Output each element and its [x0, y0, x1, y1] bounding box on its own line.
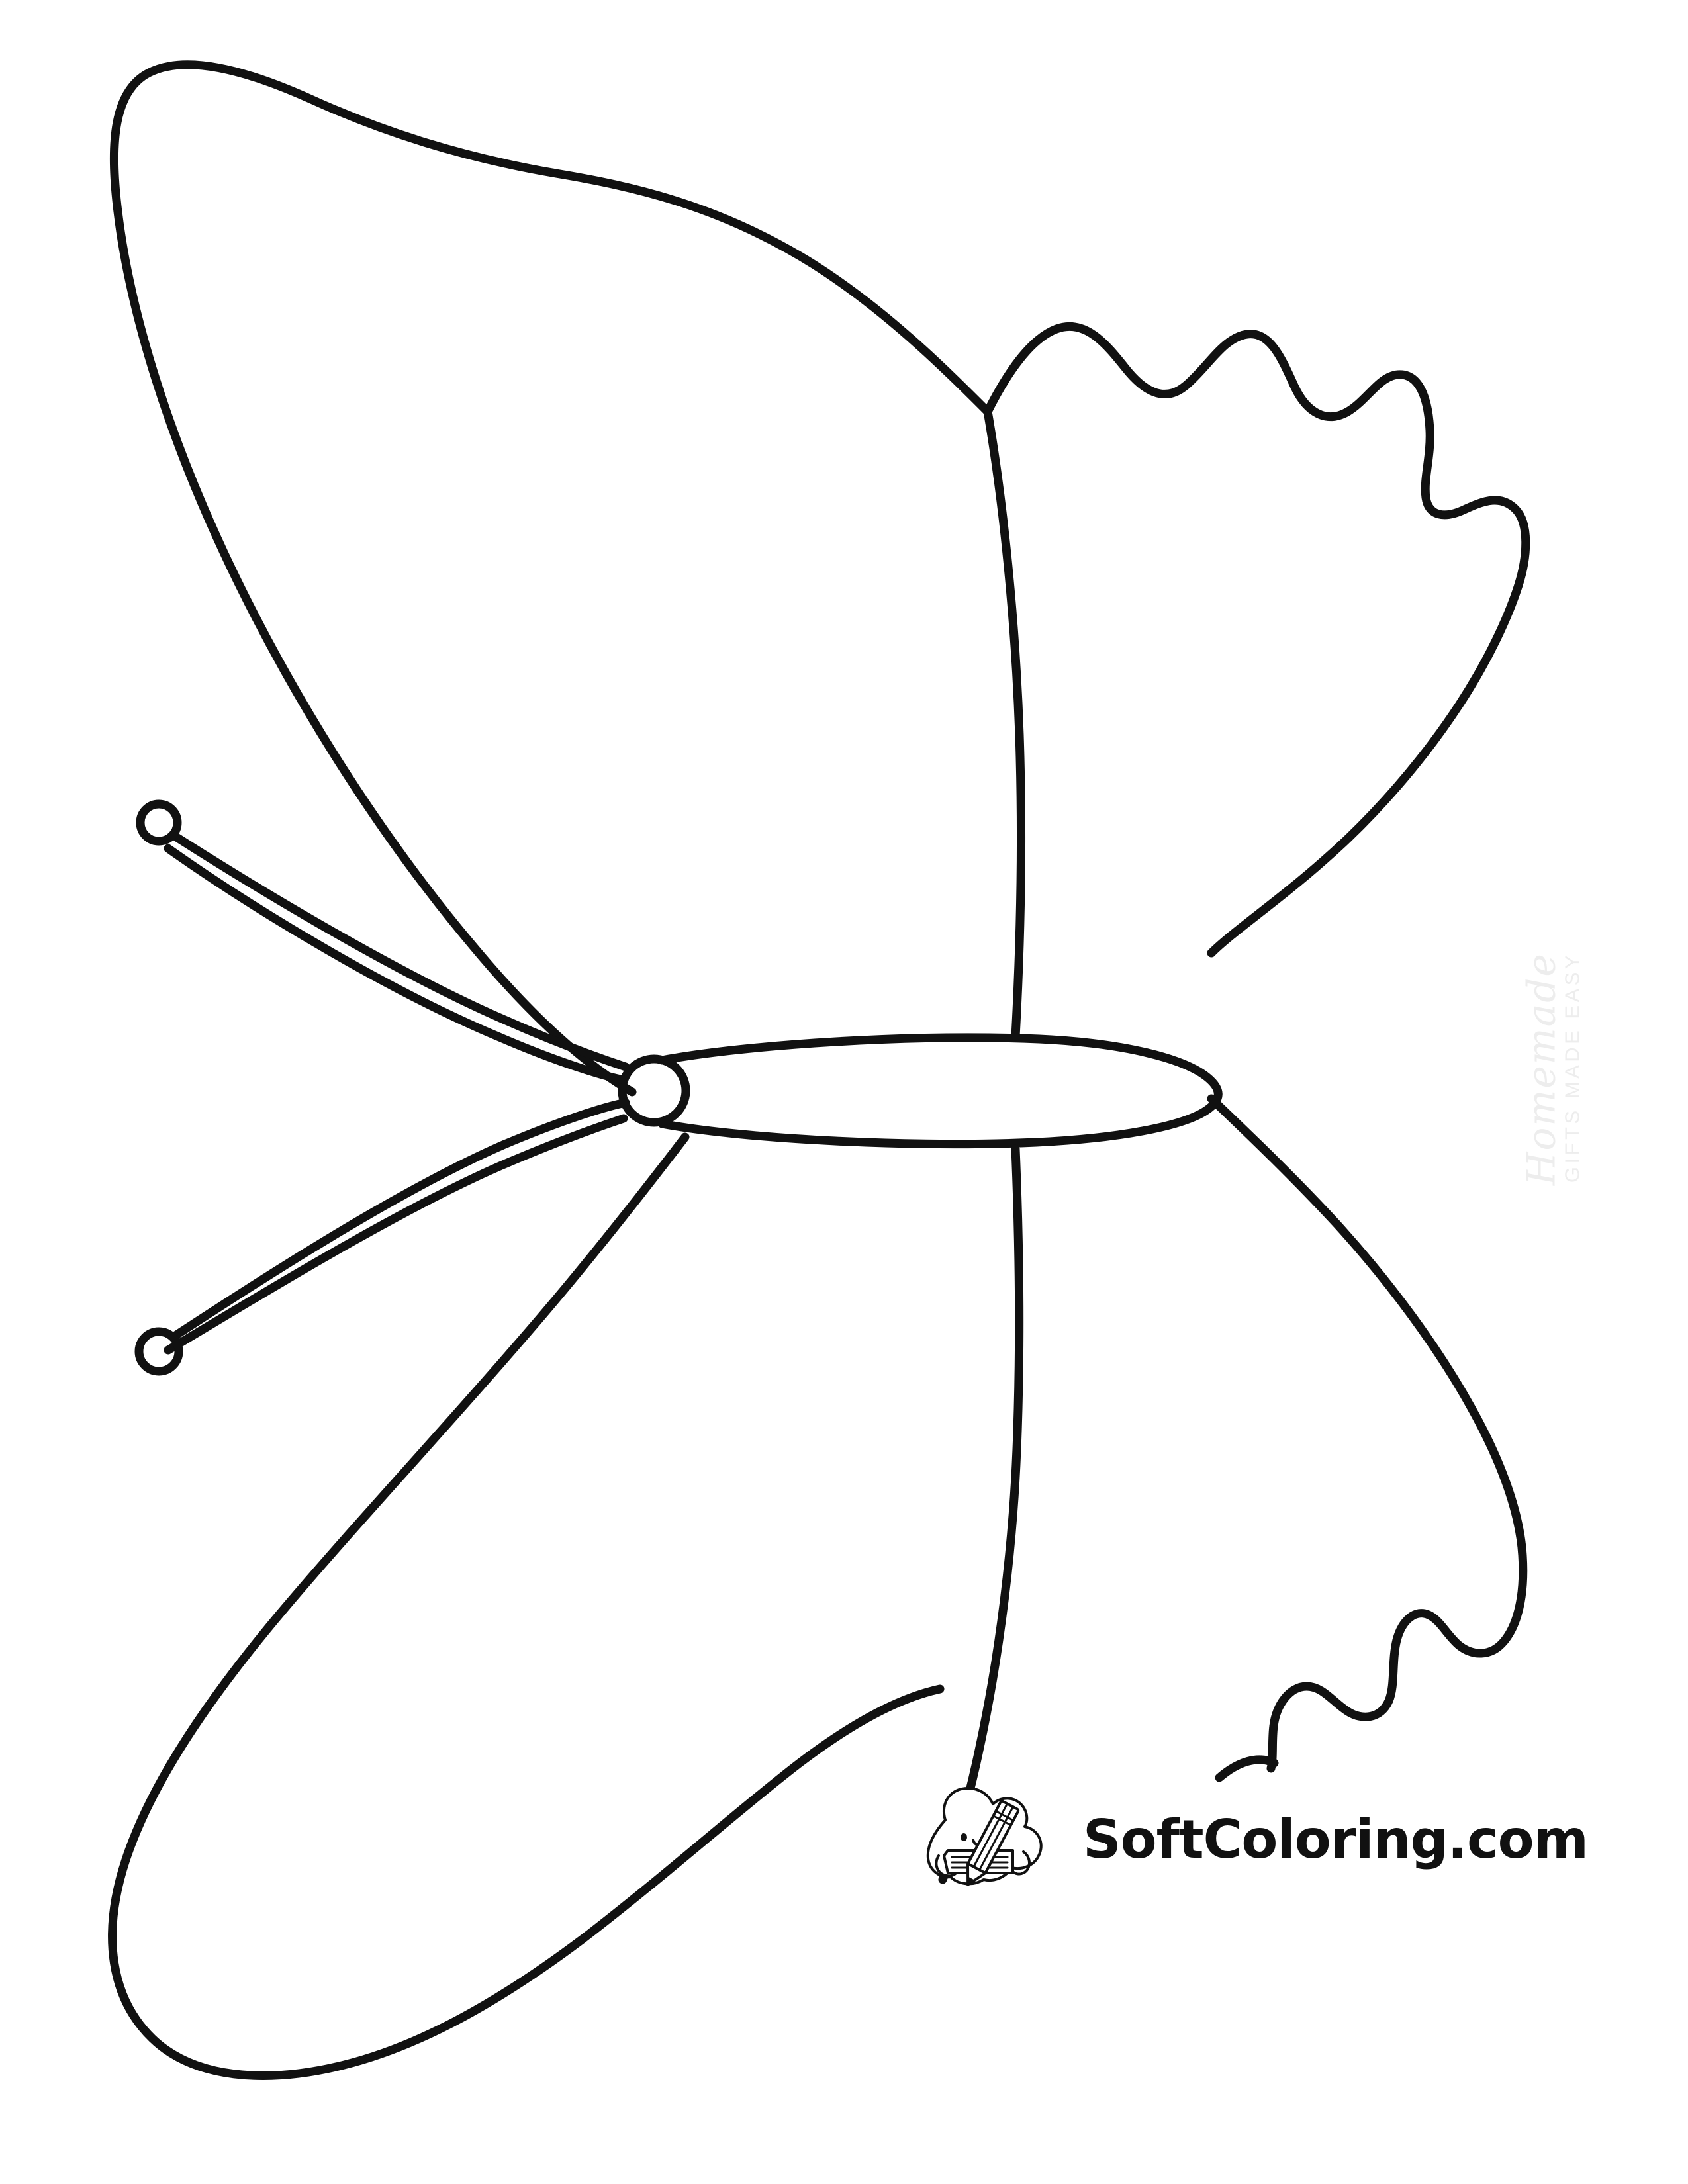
butterfly-body: [657, 1033, 1223, 1148]
antenna-lower-outer: [169, 1098, 630, 1342]
antenna-upper-tip: [136, 799, 182, 846]
wing-center-vein-lower: [938, 1144, 1024, 1884]
cloud-with-pencil-icon: [926, 1787, 1043, 1886]
antenna-upper-inner: [164, 844, 628, 1085]
wing-center-vein-upper: [983, 407, 1025, 1041]
lower-left-wing: [108, 1132, 945, 2080]
upper-left-wing: [109, 60, 992, 1097]
lower-right-wing: [1207, 1094, 1528, 1773]
antenna-lower-tip: [134, 1327, 183, 1376]
antenna-lower-inner: [164, 1114, 628, 1355]
butterfly-head: [618, 1054, 690, 1127]
brand-logo: SoftColoring.com: [907, 1774, 1589, 1906]
lower-right-wing-inner-edge: [1215, 1755, 1279, 1782]
antenna-upper-outer: [169, 831, 630, 1071]
brand-name: SoftColoring.com: [1083, 1809, 1589, 1870]
upper-right-wing: [983, 322, 1530, 958]
